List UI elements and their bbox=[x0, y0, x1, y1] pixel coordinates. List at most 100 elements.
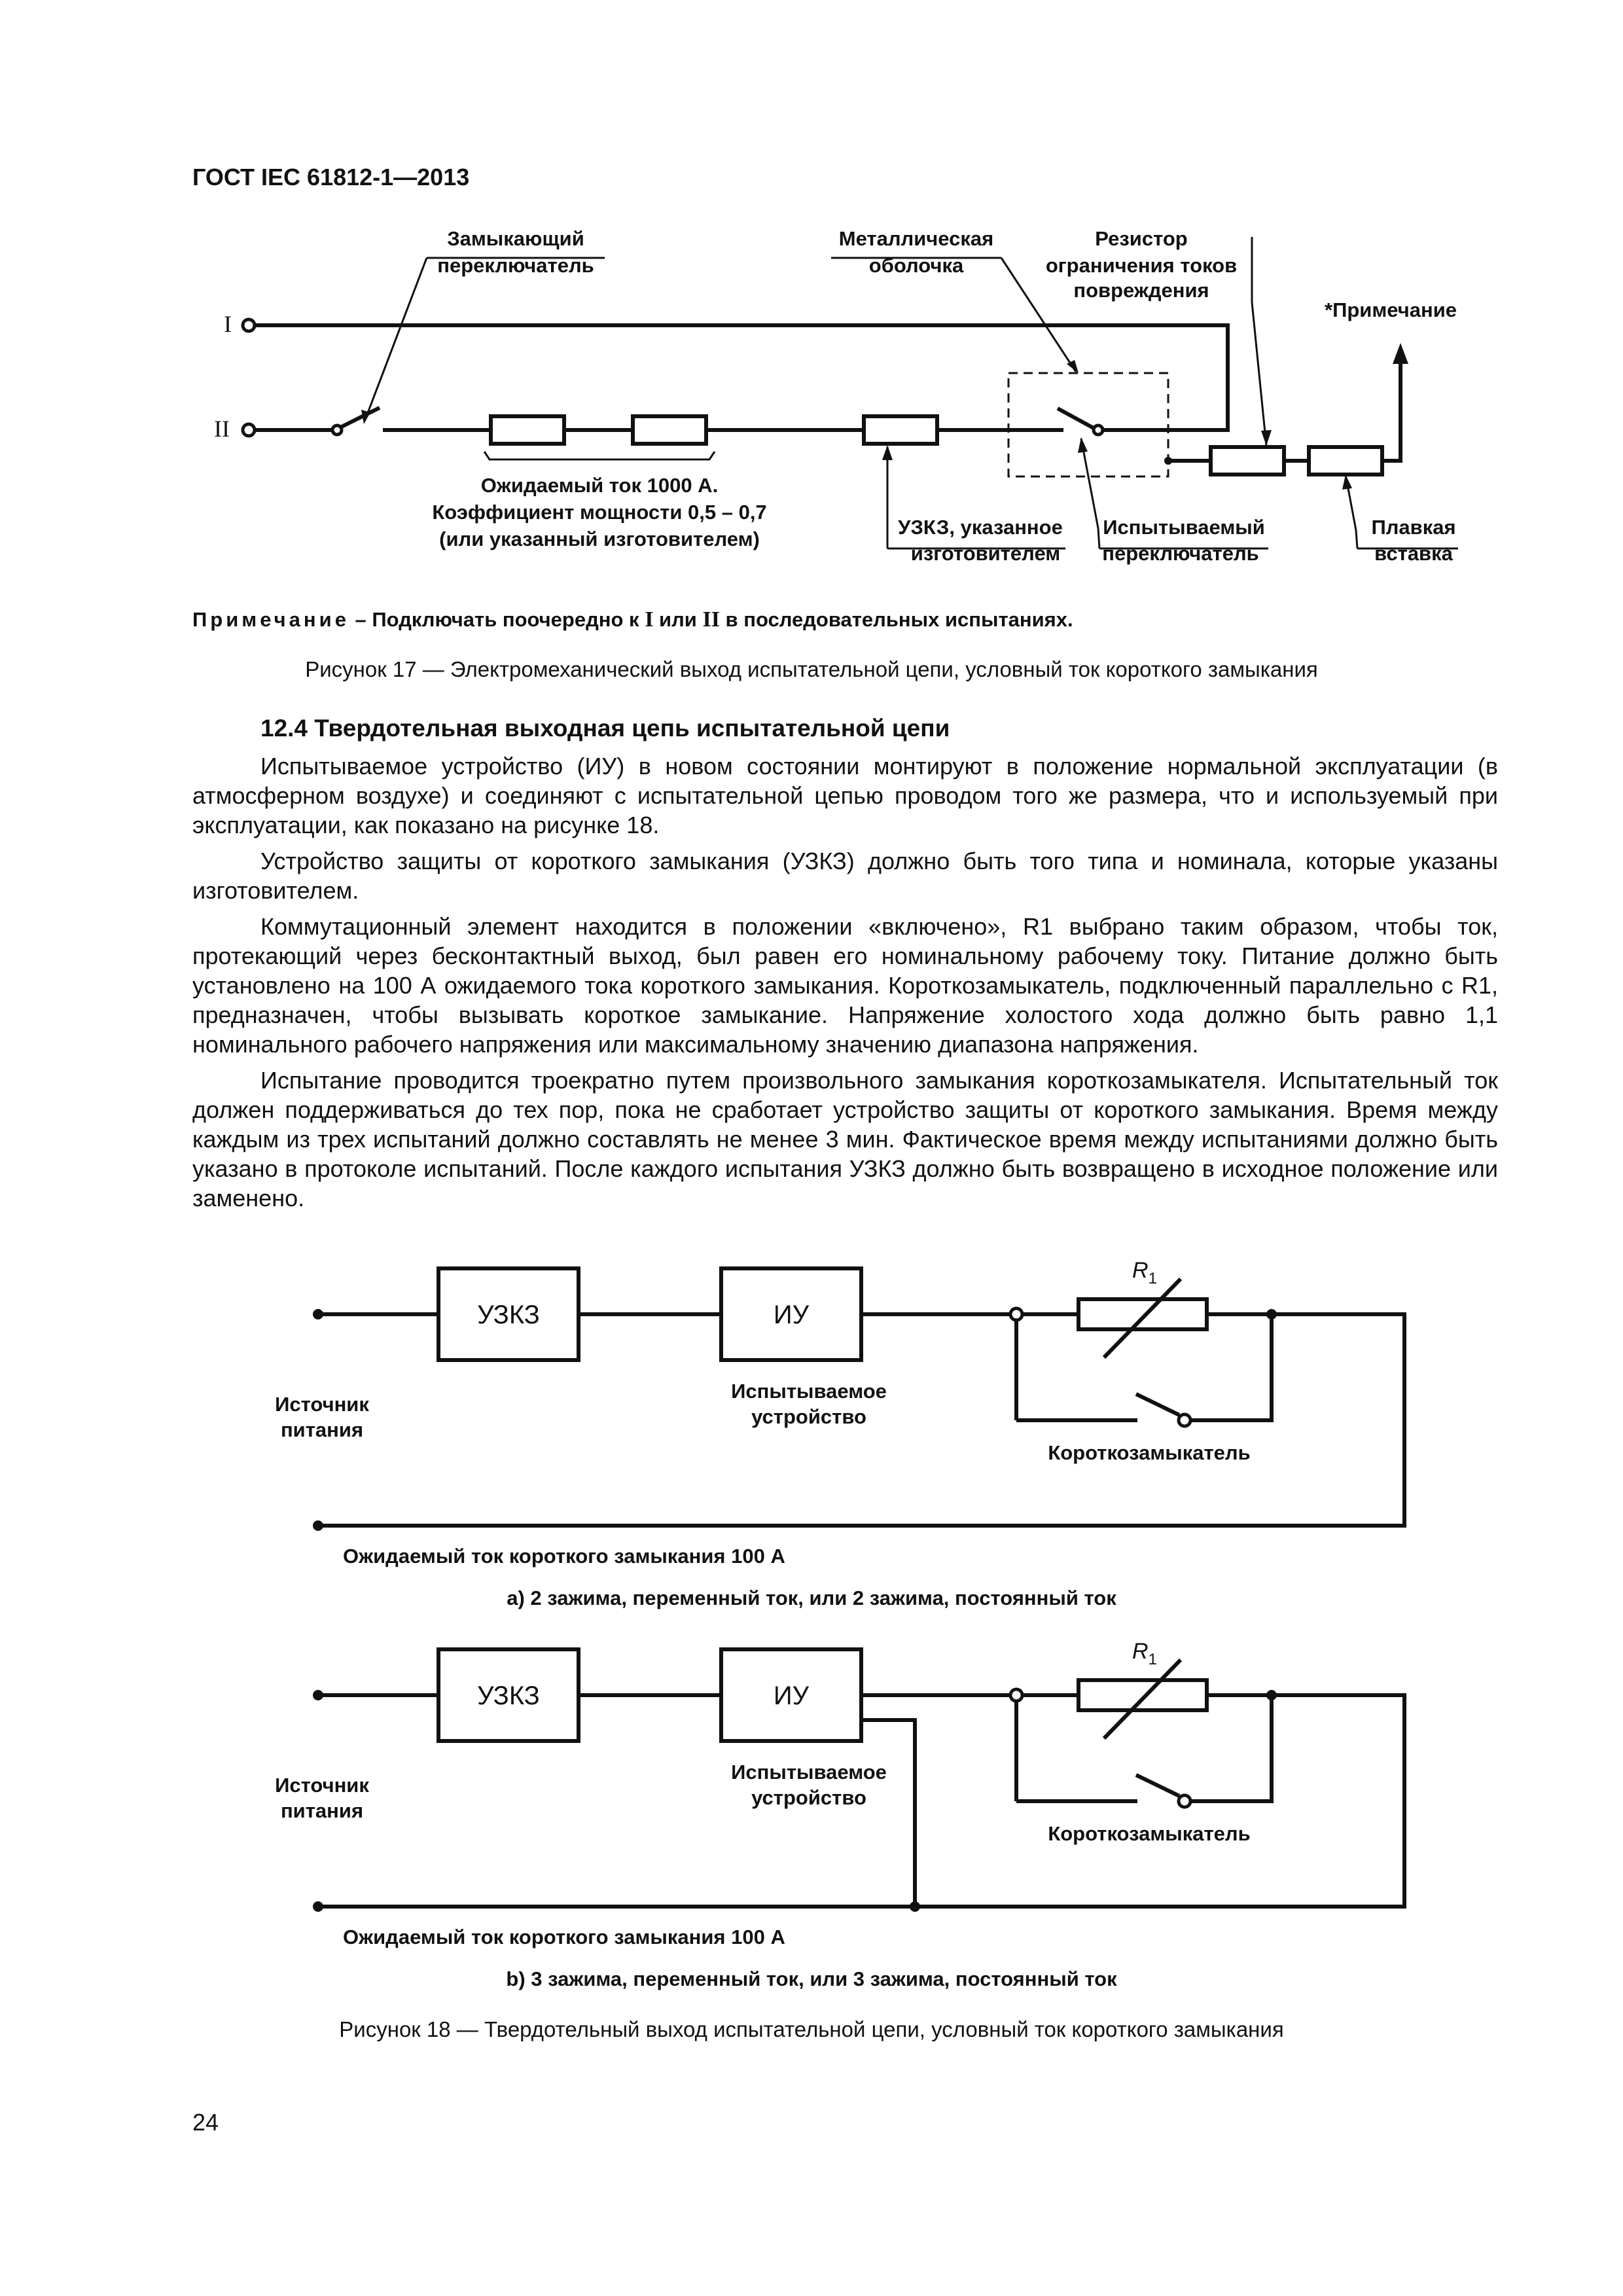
metal-enclosure bbox=[1007, 372, 1169, 478]
figure-18b-subcaption: b) 3 зажима, переменный ток, или 3 зажим… bbox=[506, 1967, 1117, 1990]
label-expected-3: (или указанный изготовителем) bbox=[439, 528, 760, 550]
paragraph: Испытание проводится троекратно путем пр… bbox=[192, 1067, 1498, 1211]
label-dut-2-b: устройство bbox=[751, 1786, 866, 1809]
figure-18-caption: Рисунок 18 — Твердотельный выход испытат… bbox=[339, 2017, 1284, 2041]
dut-box-b bbox=[719, 1647, 863, 1743]
label-scpd-2: изготовителем bbox=[911, 542, 1060, 565]
switch-contact bbox=[330, 423, 344, 437]
leader-switch bbox=[365, 257, 428, 417]
source-terminal-bottom-b bbox=[313, 1901, 323, 1912]
document-header: ГОСТ IEC 61812-1—2013 bbox=[192, 164, 470, 190]
label-expected-1: Ожидаемый ток 1000 А. bbox=[481, 474, 718, 497]
note-text-c: в последовательных испытаниях. bbox=[719, 608, 1073, 631]
label-fuse-1: Плавкая bbox=[1371, 516, 1455, 539]
label-r1-a: R1 bbox=[1132, 1258, 1157, 1287]
figure-18b-labels: УЗКЗ ИУ R1 Источник питания Испытываемое… bbox=[275, 1639, 1251, 1948]
dut-box-a bbox=[719, 1266, 863, 1362]
label-resistor-1: Резистор bbox=[1095, 227, 1188, 250]
arrow-resistor-icon bbox=[1261, 430, 1272, 446]
label-expected-b: Ожидаемый ток короткого замыкания 100 А bbox=[343, 1926, 785, 1948]
arrow-fuse-icon bbox=[1342, 475, 1352, 490]
scpd-box-b bbox=[437, 1647, 580, 1743]
section-number: 12.4 bbox=[260, 715, 308, 742]
label-scpd-1: УЗКЗ, указанное bbox=[898, 516, 1063, 539]
label-r-sub-b: 1 bbox=[1149, 1651, 1157, 1668]
up-arrow-icon bbox=[1393, 343, 1408, 364]
leader-dut-tail bbox=[1097, 528, 1101, 549]
tested-switch-blade bbox=[1056, 406, 1095, 430]
label-terminal-ii: II bbox=[214, 416, 230, 442]
paragraph: Испытываемое устройство (ИУ) в новом сос… bbox=[192, 753, 1498, 838]
r1-resistor-b bbox=[1077, 1678, 1209, 1712]
label-enclosure-1: Металлическая bbox=[839, 227, 993, 250]
label-source-1-b: Источник bbox=[275, 1774, 369, 1797]
label-dut-2-a: устройство bbox=[751, 1405, 866, 1428]
arrow-dut-icon bbox=[1078, 437, 1088, 453]
short-circuiter-contact-b bbox=[1177, 1793, 1192, 1809]
resistor-1 bbox=[489, 414, 566, 446]
label-scpd-box-b: УЗКЗ bbox=[477, 1681, 540, 1710]
node-open-b bbox=[1008, 1687, 1024, 1703]
scpd-box-a bbox=[437, 1266, 580, 1362]
label-source-2-a: питания bbox=[281, 1418, 363, 1441]
note-term-2: II bbox=[702, 607, 720, 632]
label-closing-switch-2: переключатель bbox=[437, 254, 594, 277]
r1-variable-line-b bbox=[1102, 1658, 1183, 1740]
terminal-ii bbox=[241, 422, 257, 438]
figure-18a-labels: УЗКЗ ИУ R1 Источник питания Испытываемое… bbox=[275, 1258, 1251, 1568]
label-r-sub-a: 1 bbox=[1149, 1270, 1157, 1287]
label-resistor-2: ограничения токов bbox=[1046, 254, 1237, 277]
note-text-b: или bbox=[653, 608, 703, 631]
label-r1-b: R1 bbox=[1132, 1639, 1157, 1668]
label-r-b: R bbox=[1132, 1639, 1149, 1664]
short-circuiter-contact-a bbox=[1177, 1412, 1192, 1428]
limiting-resistor bbox=[1209, 445, 1286, 476]
label-dut-1-a: Испытываемое bbox=[731, 1380, 887, 1403]
figure-18a-subcaption: a) 2 зажима, переменный ток, или 2 зажим… bbox=[507, 1587, 1116, 1609]
scpd-resistor bbox=[862, 414, 939, 446]
label-dut-1-b: Испытываемое bbox=[731, 1761, 887, 1784]
fuse bbox=[1307, 445, 1384, 476]
source-terminal-bottom-a bbox=[313, 1520, 323, 1531]
page-number: 24 bbox=[192, 2109, 219, 2136]
section-heading: 12.4 Твердотельная выходная цепь испытат… bbox=[260, 715, 950, 742]
label-dut-2: переключатель bbox=[1102, 542, 1258, 565]
label-note-mark: *Примечание bbox=[1325, 298, 1457, 321]
label-dut-box-b: ИУ bbox=[774, 1681, 810, 1710]
node-open-a bbox=[1008, 1306, 1024, 1322]
label-source-1-a: Источник bbox=[275, 1393, 369, 1416]
paragraph: Устройство защиты от короткого замыкания… bbox=[192, 848, 1498, 904]
note-text-a: – Подключать поочередно к bbox=[349, 608, 645, 631]
arrow-switch-icon bbox=[361, 410, 370, 424]
terminal-i bbox=[241, 317, 257, 333]
arrow-enclosure-icon bbox=[1067, 360, 1079, 373]
leader-enclosure bbox=[1000, 257, 1077, 372]
short-circuiter-blade-b bbox=[1135, 1773, 1181, 1798]
paragraph: Коммутационный элемент находится в полож… bbox=[192, 913, 1498, 1058]
label-dut-1: Испытываемый bbox=[1103, 516, 1265, 539]
note-head: Примечание bbox=[192, 608, 349, 631]
figure-17-caption: Рисунок 17 — Электромеханический выход и… bbox=[305, 657, 1318, 681]
label-source-2-b: питания bbox=[281, 1799, 363, 1822]
arrow-scpd-icon bbox=[882, 445, 893, 460]
section-title: Твердотельная выходная цепь испытательно… bbox=[314, 715, 950, 742]
note-term-1: I bbox=[645, 607, 654, 632]
figure-18a-diagram bbox=[313, 1266, 1406, 1531]
resistors-bracket bbox=[483, 451, 716, 461]
figure-18b-diagram bbox=[313, 1647, 1406, 1912]
label-closing-switch-1: Замыкающий bbox=[447, 227, 584, 250]
label-r-a: R bbox=[1132, 1258, 1149, 1283]
label-shorter-b: Короткозамыкатель bbox=[1048, 1822, 1250, 1845]
label-enclosure-2: оболочка bbox=[869, 254, 964, 277]
leader-fuse-tail bbox=[1355, 529, 1359, 549]
short-circuiter-blade-a bbox=[1135, 1392, 1181, 1417]
label-expected-2: Коэффициент мощности 0,5 – 0,7 bbox=[432, 501, 766, 524]
label-expected-a: Ожидаемый ток короткого замыкания 100 А bbox=[343, 1545, 785, 1568]
label-dut-box-a: ИУ bbox=[774, 1300, 810, 1329]
resistor-2 bbox=[631, 414, 708, 446]
label-shorter-a: Короткозамыкатель bbox=[1048, 1441, 1250, 1464]
tested-switch-contact bbox=[1092, 423, 1105, 437]
label-scpd-box-a: УЗКЗ bbox=[477, 1300, 540, 1329]
third-terminal-dot bbox=[910, 1901, 920, 1912]
